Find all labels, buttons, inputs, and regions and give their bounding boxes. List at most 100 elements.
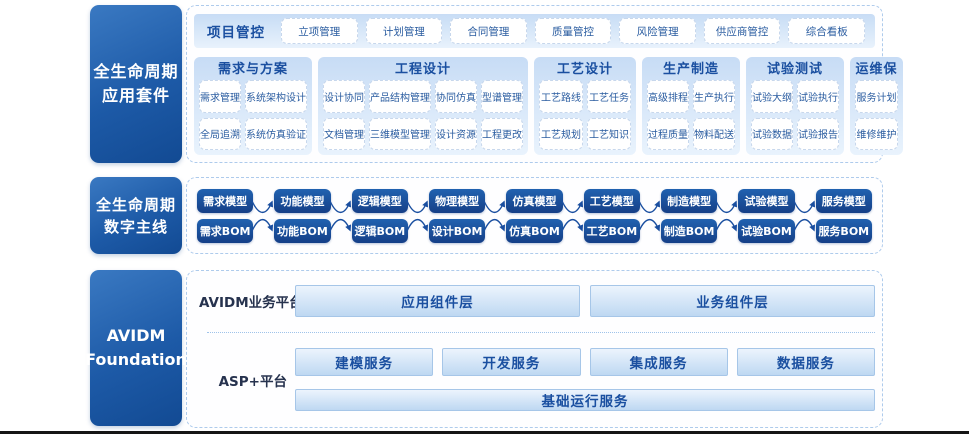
model-box: 需求模型 xyxy=(197,188,254,213)
suite-label-line2: 应用套件 xyxy=(101,86,170,105)
module-chip: 服务计划 xyxy=(855,80,898,113)
module-chip: 文档管理 xyxy=(323,117,365,150)
lifecycle-column-header: 工程设计 xyxy=(394,62,451,77)
module-chip: 系统架构设计 xyxy=(245,80,307,113)
module-chip: 供应商管控 xyxy=(703,18,781,44)
lifecycle-column-header: 生产制造 xyxy=(662,62,719,77)
module-chip: 三维模型管理 xyxy=(369,117,431,150)
module-chip: 合同管理 xyxy=(450,18,527,44)
asp-platform-label: ASP+平台 xyxy=(218,373,287,390)
bom-box: 设计BOM xyxy=(428,218,486,243)
service-bar: 开发服务 xyxy=(442,348,581,376)
bom-box: 仿真BOM xyxy=(506,218,563,243)
module-chip: 试验数据 xyxy=(751,117,793,150)
model-box: 制造模型 xyxy=(660,188,718,213)
lifecycle-column: 工艺设计工艺路线工艺任务工艺规划工艺知识 xyxy=(534,57,636,155)
business-platform-label: AVIDM业务平台 xyxy=(199,295,303,311)
digital-thread-section: 需求模型需求BOM 功能模型功能BOM 逻辑模型逻辑BOM 物理模型设计BOM 仿真模型… xyxy=(186,177,883,254)
project-control-header: 项目管控 xyxy=(207,25,265,41)
module-chip: 高级排程 xyxy=(647,80,689,113)
model-box: 仿真模型 xyxy=(506,188,563,213)
module-chip: 物料配送 xyxy=(693,117,735,150)
model-box: 试验模型 xyxy=(738,188,795,213)
module-chip: 风险管理 xyxy=(619,18,696,44)
asp-platform-row: ASP+平台 建模服务开发服务集成服务数据服务 基础运行服务 xyxy=(199,348,875,411)
bom-box: 功能BOM xyxy=(274,218,331,243)
module-chip: 试验报告 xyxy=(797,117,839,150)
service-bar: 建模服务 xyxy=(295,348,434,376)
thread-pair: 需求模型需求BOM xyxy=(197,188,254,243)
thread-label-line2: 数字主线 xyxy=(103,217,168,236)
model-box: 物理模型 xyxy=(428,188,486,213)
module-chip: 全局追溯 xyxy=(199,117,241,150)
lifecycle-column-header: 试验测试 xyxy=(766,62,823,77)
cross-link-connector xyxy=(483,200,506,231)
foundation-section: AVIDM业务平台 应用组件层业务组件层 ASP+平台 建模服务开发服务集成服务… xyxy=(186,270,883,428)
model-box: 工艺模型 xyxy=(583,188,640,213)
module-chip: 试验大纲 xyxy=(751,80,793,113)
module-chip: 工艺路线 xyxy=(539,80,583,113)
thread-pair: 仿真模型仿真BOM xyxy=(506,188,563,243)
module-chip: 需求管理 xyxy=(199,80,241,113)
lifecycle-column: 生产制造高级排程生产执行过程质量物料配送 xyxy=(642,57,740,155)
module-chip: 质量管控 xyxy=(534,18,612,44)
lifecycle-columns: 需求与方案需求管理系统架构设计全局追溯系统仿真验证工程设计设计协同产品结构管理协… xyxy=(194,57,903,155)
suite-section-label: 全生命周期 应用套件 xyxy=(90,5,182,163)
foundation-label-line1: AVIDM xyxy=(106,326,166,345)
module-chip: 计划管理 xyxy=(365,18,443,44)
asp-platform-layers: 建模服务开发服务集成服务数据服务 基础运行服务 xyxy=(295,348,875,411)
lifecycle-column-header: 工艺设计 xyxy=(556,62,613,77)
module-chip: 设计资源 xyxy=(435,117,477,150)
lifecycle-column: 工程设计设计协同产品结构管理协同仿真型谱管理文档管理三维模型管理设计资源工程更改 xyxy=(318,57,528,155)
thread-pair: 逻辑模型逻辑BOM xyxy=(351,188,408,243)
bom-box: 试验BOM xyxy=(738,218,795,243)
module-chip: 工程更改 xyxy=(481,117,523,150)
bom-box: 制造BOM xyxy=(660,218,718,243)
cross-link-connector xyxy=(251,200,274,231)
bom-box: 需求BOM xyxy=(197,218,254,243)
base-runtime-service-bar: 基础运行服务 xyxy=(295,389,875,411)
cross-link-connector xyxy=(792,200,815,231)
thread-pair: 物理模型设计BOM xyxy=(428,188,486,243)
module-chip: 试验执行 xyxy=(797,80,839,113)
thread-label-line1: 全生命周期 xyxy=(95,195,176,214)
lifecycle-column: 运维保障服务计划维修维护 xyxy=(850,57,903,155)
component-layer-bar: 应用组件层 xyxy=(295,285,580,317)
cross-link-connector xyxy=(561,200,583,231)
lifecycle-column-header: 运维保障 xyxy=(855,62,898,98)
model-box: 服务模型 xyxy=(815,188,872,213)
module-chip: 生产执行 xyxy=(693,80,735,113)
module-chip: 维修维护 xyxy=(855,117,898,150)
bom-box: 逻辑BOM xyxy=(351,218,408,243)
cross-link-connector xyxy=(406,200,429,231)
module-chip: 协同仿真 xyxy=(435,80,477,113)
thread-pair: 功能模型功能BOM xyxy=(274,188,331,243)
business-platform-row: AVIDM业务平台 应用组件层业务组件层 xyxy=(199,285,875,317)
model-box: 功能模型 xyxy=(274,188,331,213)
project-control-row: 项目管控 立项管理计划管理合同管理质量管控风险管理供应商管控综合看板 xyxy=(194,14,875,48)
foundation-section-label: AVIDM Foundation xyxy=(85,270,187,426)
thread-pair: 服务模型服务BOM xyxy=(815,188,872,243)
module-chip: 立项管理 xyxy=(281,18,358,44)
module-chip: 产品结构管理 xyxy=(369,80,431,113)
bom-box: 服务BOM xyxy=(815,218,872,243)
cross-link-connector xyxy=(638,200,661,231)
bom-box: 工艺BOM xyxy=(583,218,640,243)
module-chip: 工艺知识 xyxy=(587,117,631,150)
module-chip: 型谱管理 xyxy=(481,80,523,113)
service-bar: 数据服务 xyxy=(736,348,875,376)
thread-section-label: 全生命周期 数字主线 xyxy=(90,177,182,254)
module-chip: 设计协同 xyxy=(323,80,365,113)
thread-pair: 制造模型制造BOM xyxy=(660,188,718,243)
suite-label-line1: 全生命周期 xyxy=(93,62,179,81)
thread-pair: 试验模型试验BOM xyxy=(738,188,795,243)
digital-thread-chain: 需求模型需求BOM 功能模型功能BOM 逻辑模型逻辑BOM 物理模型设计BOM 仿真模型… xyxy=(197,188,872,243)
module-chip: 过程质量 xyxy=(647,117,689,150)
business-platform-layers: 应用组件层业务组件层 xyxy=(295,285,875,317)
lifecycle-column: 需求与方案需求管理系统架构设计全局追溯系统仿真验证 xyxy=(194,57,312,155)
cross-link-connector xyxy=(329,200,351,231)
lifecycle-column: 试验测试试验大纲试验执行试验数据试验报告 xyxy=(746,57,844,155)
module-chip: 工艺任务 xyxy=(587,80,631,113)
module-chip: 综合看板 xyxy=(788,18,866,44)
